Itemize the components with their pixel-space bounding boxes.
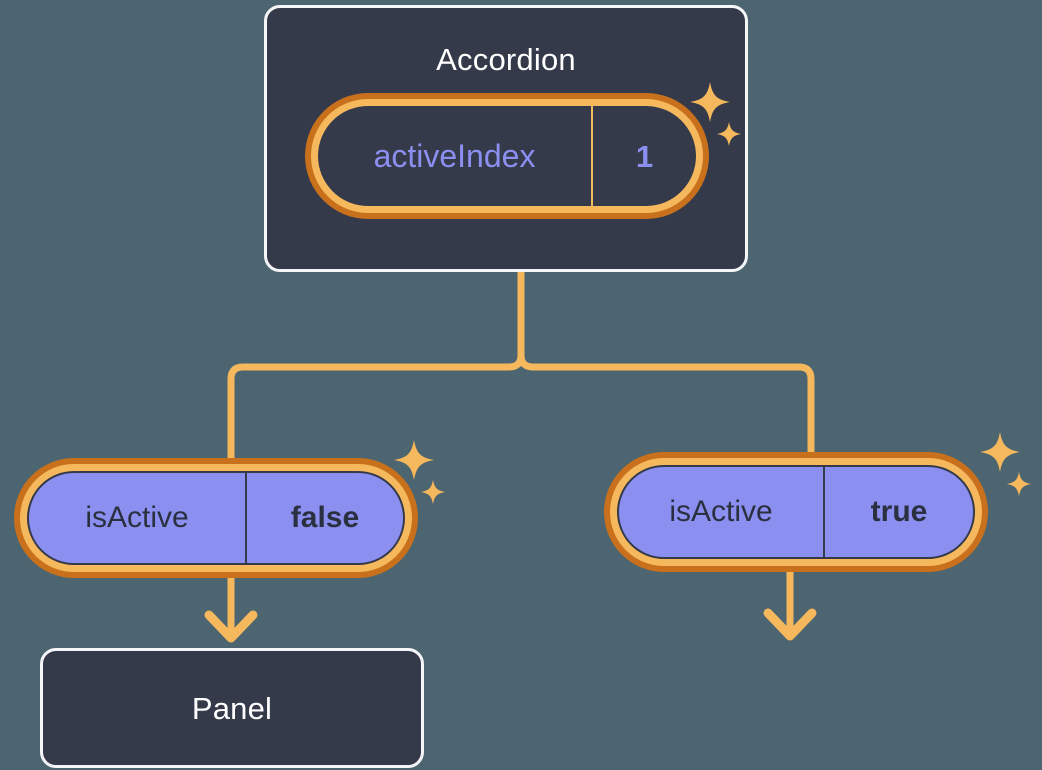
accordion-title: Accordion — [436, 42, 576, 77]
state-key-label: isActive — [29, 473, 247, 563]
arrow-to-panel-left — [204, 578, 258, 643]
connector-branch-right — [517, 268, 815, 460]
panel-title: Panel — [191, 690, 273, 726]
state-pill-ring: isActive true — [610, 458, 982, 566]
state-value-label: false — [290, 501, 360, 534]
state-value-label: true — [870, 495, 928, 528]
state-key-label: isActive — [619, 467, 825, 557]
connector-branch-left — [227, 268, 525, 466]
state-pill-body: activeIndex 1 — [318, 106, 696, 206]
state-pill-active-index[interactable]: activeIndex 1 — [305, 93, 709, 219]
arrow-to-panel-right — [763, 572, 817, 641]
state-key-label: activeIndex — [318, 106, 593, 206]
panel-component-card-left[interactable]: Panel — [40, 648, 424, 768]
state-pill-ring: activeIndex 1 — [311, 99, 703, 213]
state-pill-is-active-right[interactable]: isActive true — [604, 452, 988, 572]
sparkle-icon-group-right — [978, 432, 1034, 506]
sparkle-icon — [980, 432, 1031, 496]
state-pill-is-active-left[interactable]: isActive false — [14, 458, 418, 578]
state-pill-body: isActive false — [27, 471, 405, 565]
state-pill-ring: isActive false — [20, 464, 412, 572]
state-pill-body: isActive true — [617, 465, 975, 559]
state-value-label: 1 — [635, 138, 654, 174]
